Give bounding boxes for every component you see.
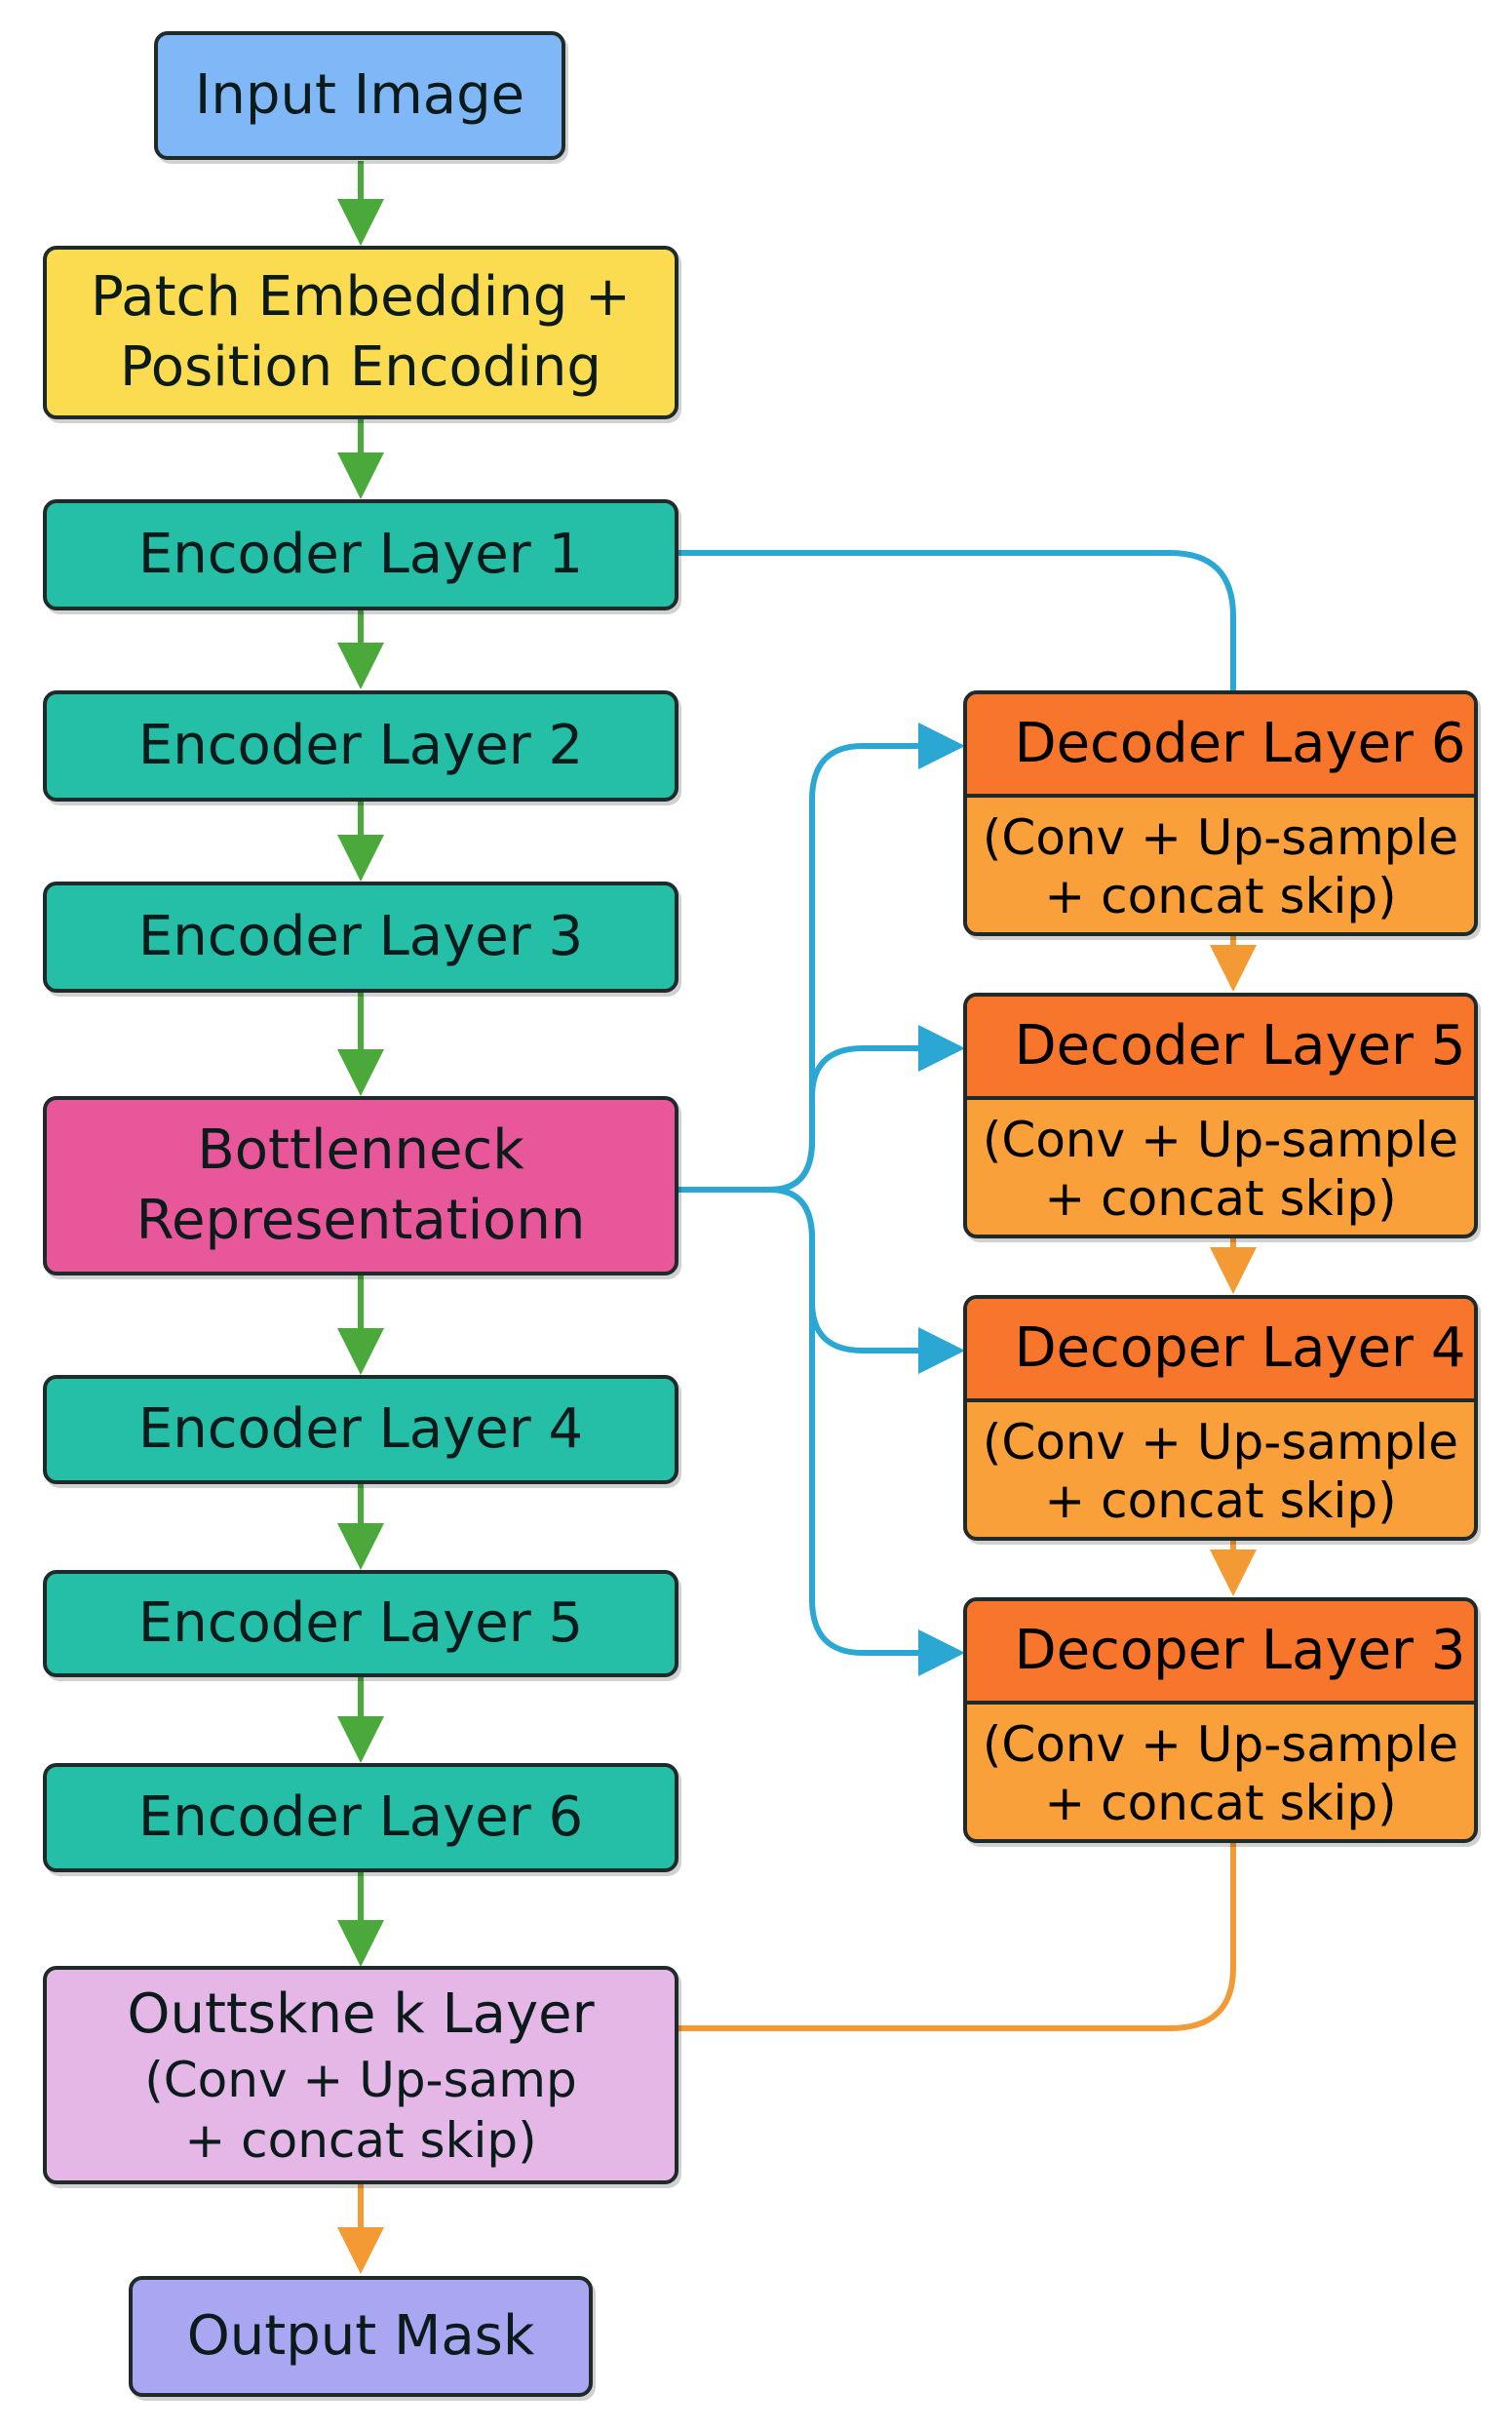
decoder-layer-6-body: (Conv + Up-sample + concat skip)	[967, 798, 1474, 932]
patch-embedding-label-line2: Position Encoding	[120, 335, 601, 399]
decoder-layer-3-body: (Conv + Up-sample + concat skip)	[967, 1705, 1474, 1839]
decoder-layer-4-body-line1: (Conv + Up-sample	[982, 1414, 1459, 1471]
decoder-layer-3-title: Decoper Layer 3	[1014, 1619, 1466, 1682]
encoder-layer-5-label: Encoder Layer 5	[137, 1591, 584, 1655]
skip-connections	[678, 550, 1236, 1676]
decoder-chain	[337, 934, 1257, 2274]
output-layer-label-line2: (Conv + Up-samp	[144, 2052, 577, 2108]
encoder-layer-1-label: Encoder Layer 1	[137, 523, 584, 586]
decoder-layer-3-body-line1: (Conv + Up-sample	[982, 1716, 1459, 1773]
decoder-layer-4-node: Decoper Layer 4 (Conv + Up-sample + conc…	[963, 1295, 1478, 1541]
encoder-layer-3-node: Encoder Layer 3	[43, 882, 678, 993]
decoder-layer-6-body-line1: (Conv + Up-sample	[982, 809, 1459, 866]
input-image-label: Input Image	[194, 63, 525, 127]
decoder-layer-3-header: Decoper Layer 3	[967, 1601, 1474, 1705]
decoder-layer-3-node: Decoper Layer 3 (Conv + Up-sample + conc…	[963, 1597, 1478, 1843]
patch-embedding-label-line1: Patch Embedding +	[91, 265, 631, 329]
patch-embedding-node: Patch Embedding + Position Encoding	[43, 246, 678, 419]
encoder-layer-5-node: Encoder Layer 5	[43, 1570, 678, 1677]
branch-to-dec6	[769, 723, 965, 1193]
branch-to-dec3	[769, 1187, 965, 1676]
encoder-layer-2-label: Encoder Layer 2	[137, 714, 584, 777]
encoder-layer-3-label: Encoder Layer 3	[137, 905, 584, 968]
decoder-layer-6-header: Decoder Layer 6	[967, 694, 1474, 798]
skip-enc1-to-dec6	[678, 550, 1236, 690]
branch-to-dec5	[769, 1025, 965, 1193]
input-image-node: Input Image	[154, 31, 565, 160]
output-mask-node: Output Mask	[129, 2276, 593, 2397]
decoder-layer-6-title: Decoder Layer 6	[1014, 712, 1466, 775]
decoder-layer-5-body: (Conv + Up-sample + concat skip)	[967, 1100, 1474, 1235]
decoder-layer-3-body-line2: + concat skip)	[1044, 1775, 1397, 1831]
encoder-layer-2-node: Encoder Layer 2	[43, 690, 678, 802]
encoder-layer-4-node: Encoder Layer 4	[43, 1375, 678, 1484]
output-layer-label-line3: + concat skip)	[184, 2112, 537, 2169]
decoder-layer-6-body-line2: + concat skip)	[1044, 868, 1397, 924]
encoder-layer-6-label: Encoder Layer 6	[137, 1785, 584, 1849]
decoder-layer-5-body-line2: + concat skip)	[1044, 1170, 1397, 1227]
encoder-layer-4-label: Encoder Layer 4	[137, 1397, 584, 1461]
decoder-layer-4-header: Decoper Layer 4	[967, 1299, 1474, 1402]
bottleneck-label-line2: Representationn	[136, 1189, 586, 1252]
decoder-layer-5-title: Decoder Layer 5	[1014, 1014, 1466, 1078]
decoder-layer-5-node: Decoder Layer 5 (Conv + Up-sample + conc…	[963, 993, 1478, 1238]
encoder-layer-6-node: Encoder Layer 6	[43, 1763, 678, 1872]
decoder-layer-4-body: (Conv + Up-sample + concat skip)	[967, 1402, 1474, 1537]
output-mask-label: Output Mask	[186, 2304, 535, 2368]
decoder-layer-5-header: Decoder Layer 5	[967, 997, 1474, 1100]
decoder-layer-4-body-line2: + concat skip)	[1044, 1472, 1397, 1529]
output-layer-label-line1: Outtskne k Layer	[127, 1982, 595, 2046]
output-layer-node: Outtskne k Layer (Conv + Up-samp + conca…	[43, 1966, 678, 2184]
decoder-layer-4-title: Decoper Layer 4	[1014, 1316, 1466, 1380]
bottleneck-label-line1: Bottlenneck	[197, 1118, 524, 1182]
branch-to-dec4	[769, 1187, 965, 1374]
decoder-layer-5-body-line1: (Conv + Up-sample	[982, 1112, 1459, 1168]
dec3-to-output-layer	[678, 1841, 1236, 2031]
decoder-layer-6-node: Decoder Layer 6 (Conv + Up-sample + conc…	[963, 690, 1478, 936]
bottleneck-node: Bottlenneck Representationn	[43, 1096, 678, 1275]
encoder-layer-1-node: Encoder Layer 1	[43, 499, 678, 610]
